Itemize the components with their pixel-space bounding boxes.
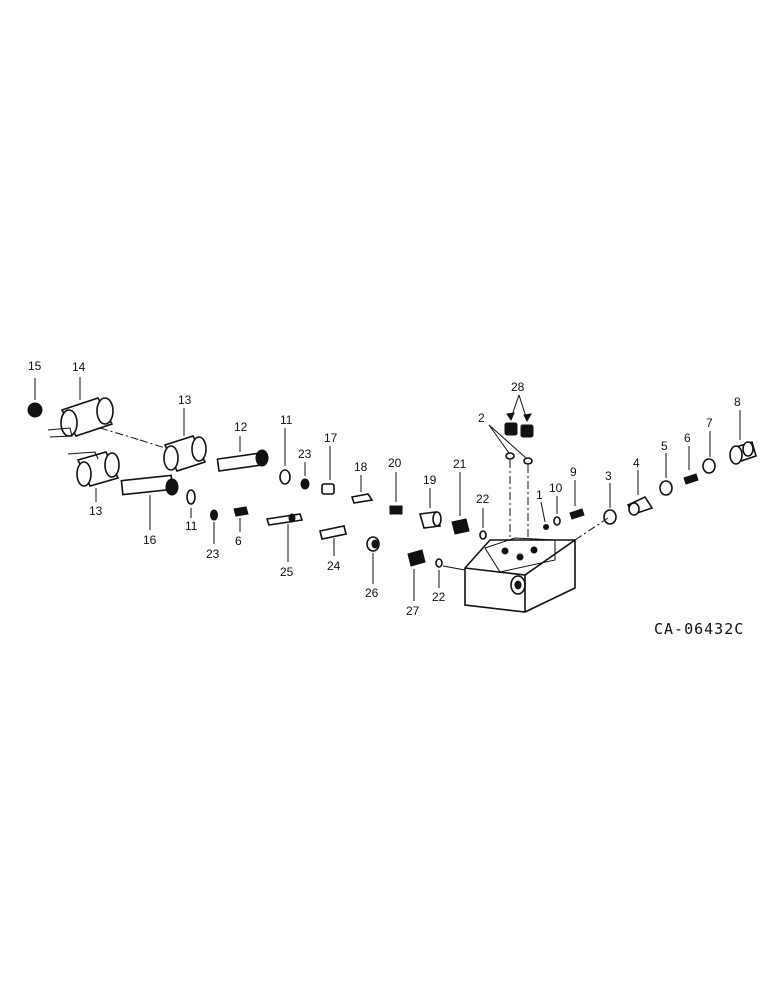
part-26-cap bbox=[366, 536, 380, 584]
part-16-shaft bbox=[120, 474, 179, 530]
callout-25: 25 bbox=[280, 565, 294, 579]
part-22-seal-lower bbox=[435, 558, 443, 588]
part-22-seal-upper bbox=[479, 508, 487, 540]
part-11-o-ring-lower bbox=[186, 489, 196, 518]
callout-27: 27 bbox=[406, 604, 420, 618]
callout-12: 12 bbox=[234, 420, 248, 434]
callout-2: 2 bbox=[478, 411, 485, 425]
part-1-ball bbox=[540, 501, 549, 530]
part-6-spring-lower bbox=[233, 506, 249, 532]
reference-code: CA-06432C bbox=[654, 620, 744, 638]
part-20-spring bbox=[389, 472, 403, 515]
part-24-rod bbox=[319, 525, 347, 556]
callout-11-lower: 11 bbox=[185, 519, 198, 533]
callout-23-lower: 23 bbox=[206, 547, 220, 561]
part-10-seal bbox=[553, 496, 561, 526]
callout-15: 15 bbox=[28, 359, 42, 373]
callout-18: 18 bbox=[354, 460, 368, 474]
callout-7: 7 bbox=[706, 416, 713, 430]
part-18-pin bbox=[350, 475, 374, 504]
part-2-balls bbox=[488, 424, 533, 548]
part-3-o-ring bbox=[603, 483, 617, 525]
part-27-plug bbox=[407, 549, 426, 601]
part-8-plug bbox=[729, 410, 757, 465]
part-7-o-ring bbox=[702, 431, 716, 474]
part-23-ball-lower bbox=[210, 509, 218, 544]
callout-20: 20 bbox=[388, 456, 402, 470]
callout-19: 19 bbox=[423, 473, 437, 487]
callout-21: 21 bbox=[453, 457, 467, 471]
callout-9: 9 bbox=[570, 465, 577, 479]
part-12-shaft bbox=[216, 436, 269, 472]
callout-3: 3 bbox=[605, 469, 612, 483]
part-5-o-ring bbox=[659, 453, 673, 496]
callout-14: 14 bbox=[72, 360, 86, 374]
part-9-spring bbox=[569, 480, 585, 520]
callout-13-upper: 13 bbox=[178, 393, 192, 407]
part-6-spring-upper bbox=[683, 446, 699, 485]
callout-24: 24 bbox=[327, 559, 341, 573]
part-28-caps bbox=[504, 394, 534, 438]
callout-22-lower: 22 bbox=[432, 590, 446, 604]
callout-6-upper: 6 bbox=[684, 431, 691, 445]
part-14-sleeve bbox=[47, 377, 141, 441]
callout-22-upper: 22 bbox=[476, 492, 490, 506]
callout-23-upper: 23 bbox=[298, 447, 312, 461]
part-15-washer bbox=[27, 378, 43, 418]
part-13-sleeve-lower bbox=[67, 451, 120, 502]
callout-5: 5 bbox=[661, 439, 668, 453]
part-11-o-ring-upper bbox=[279, 428, 291, 485]
part-4-valve bbox=[626, 470, 654, 516]
callout-labels: 15 14 13 12 11 23 17 18 20 19 21 22 28 2… bbox=[28, 359, 741, 618]
part-25-pin bbox=[265, 513, 304, 562]
part-19-cap bbox=[418, 488, 442, 529]
callout-26: 26 bbox=[365, 586, 379, 600]
part-13-sleeve-upper bbox=[139, 408, 207, 472]
callout-6-lower: 6 bbox=[235, 534, 242, 548]
callout-13-lower: 13 bbox=[89, 504, 103, 518]
callout-4: 4 bbox=[633, 456, 640, 470]
valve-block bbox=[442, 517, 609, 613]
callout-8: 8 bbox=[734, 395, 741, 409]
callout-1: 1 bbox=[536, 488, 543, 502]
part-23-ball-upper bbox=[300, 462, 310, 490]
callout-11-upper: 11 bbox=[280, 413, 293, 427]
callout-16: 16 bbox=[143, 533, 157, 547]
callout-17: 17 bbox=[324, 431, 338, 445]
callout-28: 28 bbox=[511, 380, 525, 394]
part-17-plug bbox=[321, 446, 335, 495]
part-21-plug bbox=[451, 472, 470, 535]
callout-10: 10 bbox=[549, 481, 563, 495]
